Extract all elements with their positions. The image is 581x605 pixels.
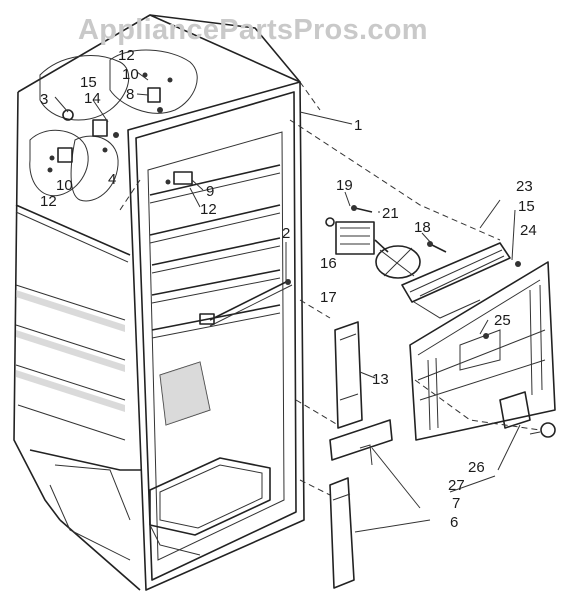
callout-leaders	[54, 71, 541, 533]
callout-19: 19	[336, 177, 353, 194]
callout-15-left: 15	[80, 74, 97, 91]
callout-10-left: 10	[56, 177, 73, 194]
callout-17: 17	[320, 289, 337, 306]
evaporator-cover	[401, 242, 556, 441]
callout-16: 16	[320, 255, 337, 272]
callout-1: 1	[354, 117, 362, 134]
callout-3: 3	[40, 91, 48, 108]
callout-21: 21	[382, 205, 399, 222]
callout-18: 18	[414, 219, 431, 236]
callout-12-mid: 12	[200, 201, 217, 218]
callout-2: 2	[282, 225, 290, 242]
cabinet-liner	[13, 14, 321, 591]
callout-23: 23	[516, 178, 533, 195]
callout-27: 27	[448, 477, 465, 494]
callout-13: 13	[372, 371, 389, 388]
callout-6: 6	[450, 514, 458, 531]
callout-9: 9	[206, 183, 214, 200]
callout-8: 8	[126, 86, 134, 103]
callout-14: 14	[84, 90, 101, 107]
callout-4: 4	[108, 171, 116, 188]
callout-10-top: 10	[122, 66, 139, 83]
light-socket-wire	[199, 279, 293, 327]
callout-12-top: 12	[118, 47, 135, 64]
exploded-leaders	[119, 119, 541, 496]
callout-26: 26	[468, 459, 485, 476]
callout-12-left: 12	[40, 193, 57, 210]
callout-7: 7	[452, 495, 460, 512]
air-duct-parts	[329, 321, 393, 589]
callout-25: 25	[494, 312, 511, 329]
liner-front-frame	[127, 81, 305, 591]
evaporator-fan-assembly	[325, 205, 447, 279]
callout-15-right: 15	[518, 198, 535, 215]
callout-24: 24	[520, 222, 537, 239]
top-controls-cluster	[29, 49, 198, 202]
callout-labels: 1 2 3 4 6 7 8 9 10 10 12 12 12 13 14 15 …	[40, 47, 537, 531]
